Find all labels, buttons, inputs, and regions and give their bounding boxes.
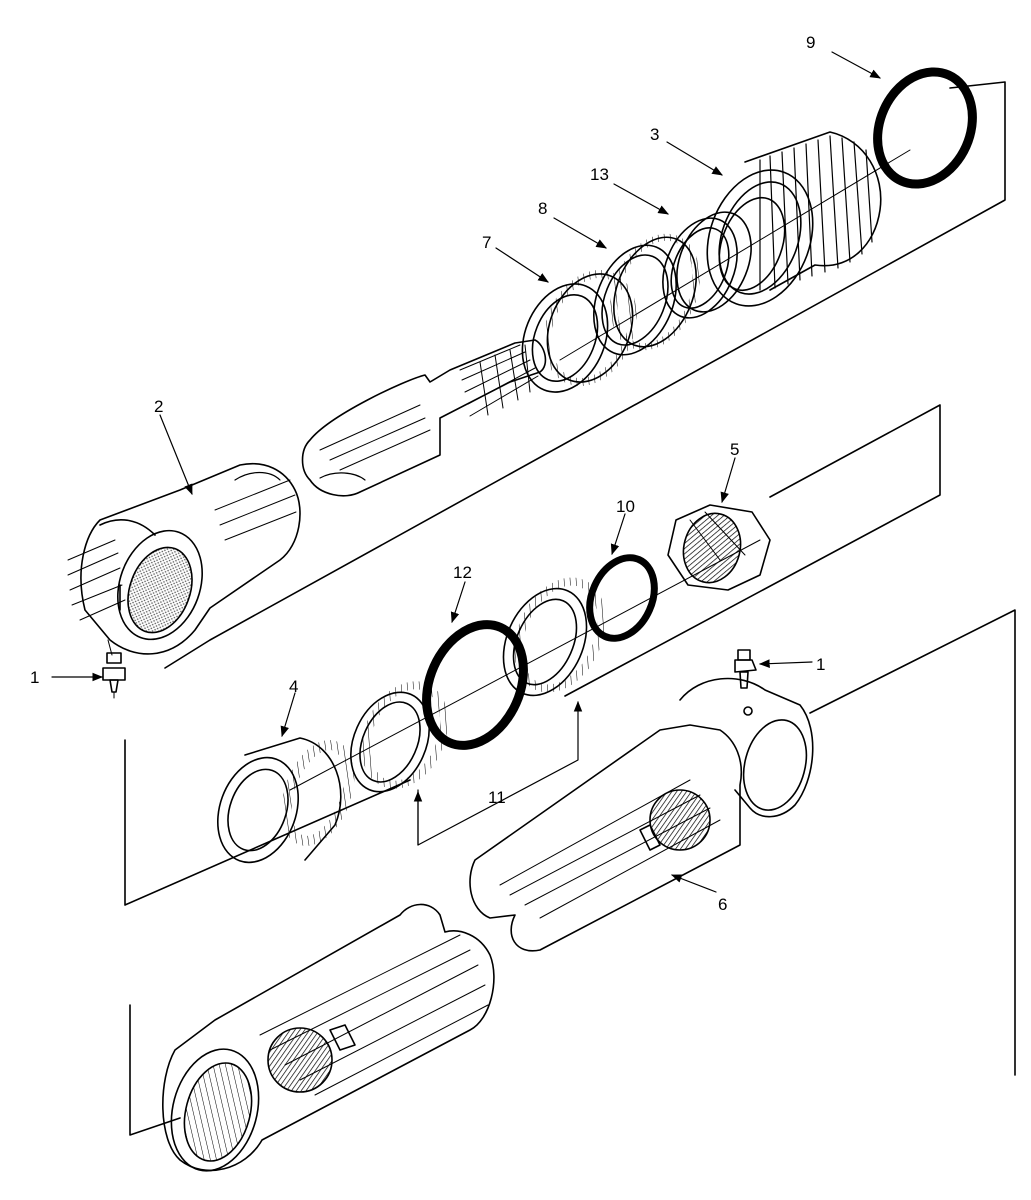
piston bbox=[216, 737, 355, 864]
o-ring-small bbox=[586, 554, 658, 642]
bearing-cup-8 bbox=[593, 233, 700, 356]
threaded-gland bbox=[706, 131, 882, 307]
callout-4: 4 bbox=[289, 677, 298, 696]
callout-5: 5 bbox=[730, 440, 739, 459]
o-ring-large-middle bbox=[422, 620, 528, 750]
callout-12: 12 bbox=[453, 563, 472, 582]
callout-2: 2 bbox=[154, 397, 163, 416]
bearing-ring-13 bbox=[662, 211, 752, 319]
upper-parts-panel bbox=[119, 81, 1006, 669]
grease-fitting-left bbox=[102, 652, 126, 699]
grease-fitting-right bbox=[734, 649, 757, 689]
middle-parts-panel bbox=[124, 404, 941, 906]
callout-13: 13 bbox=[590, 165, 609, 184]
rod-eye bbox=[67, 463, 301, 656]
callout-7: 7 bbox=[482, 233, 491, 252]
callout-6: 6 bbox=[718, 895, 727, 914]
hex-nut bbox=[667, 504, 771, 591]
callout-10: 10 bbox=[616, 497, 635, 516]
bearing-cone-11-left bbox=[350, 681, 449, 793]
callout-11: 11 bbox=[488, 788, 506, 807]
leader-lines bbox=[51, 51, 881, 893]
o-ring-large-upper bbox=[873, 67, 977, 189]
cylinder-tube-upper bbox=[469, 677, 814, 952]
callout-labels: 1 1 2 3 4 5 6 7 8 9 10 11 12 13 bbox=[30, 33, 825, 914]
bearing-cone-7 bbox=[521, 269, 637, 393]
callout-3: 3 bbox=[650, 125, 659, 144]
callout-9: 9 bbox=[806, 33, 815, 52]
upper-centerline bbox=[559, 149, 911, 361]
callout-1-right: 1 bbox=[816, 655, 825, 674]
lower-parts-panel bbox=[129, 609, 1016, 1136]
bearing-cone-11-right bbox=[502, 577, 606, 697]
piston-rod bbox=[301, 339, 547, 497]
callout-8: 8 bbox=[538, 199, 547, 218]
callout-1-left: 1 bbox=[30, 668, 39, 687]
bracket-11 bbox=[413, 700, 583, 846]
cylinder-tube-lower bbox=[162, 903, 495, 1172]
